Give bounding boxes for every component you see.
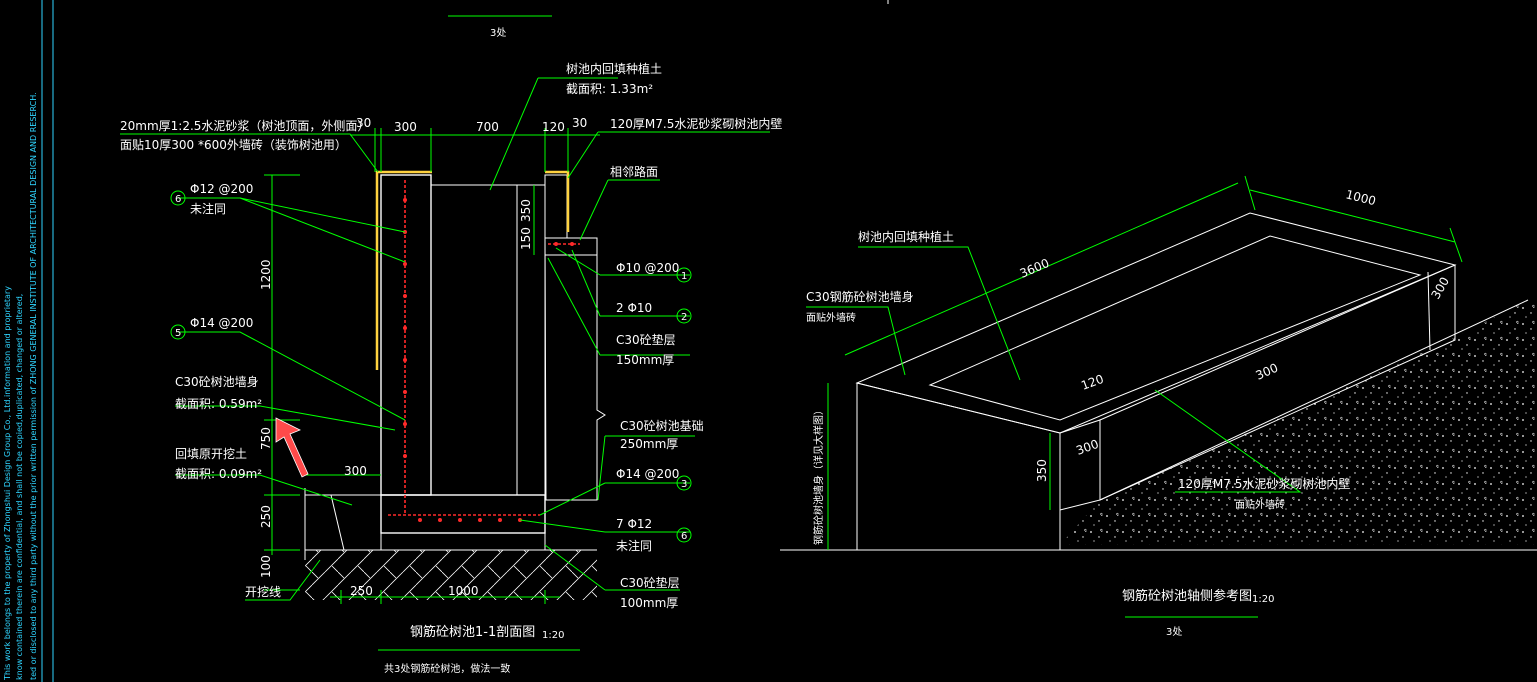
label-wall-title: C30砼树池墙身 — [175, 374, 259, 389]
top-dim-120: 120 — [542, 120, 565, 134]
label-found-title: C30砼树池基础 — [620, 418, 704, 433]
axo-count: 3处 — [1166, 626, 1182, 638]
top-dim-700: 700 — [476, 120, 499, 134]
bottom-dim-300: 300 — [344, 464, 367, 478]
label-soil-title: 树池内回填种植土 — [566, 61, 662, 76]
label-rebar-6: Φ12 @200 — [190, 182, 253, 196]
callout-5 — [170, 324, 186, 340]
label-cushion150-title: C30砼垫层 — [616, 332, 676, 347]
label-mortar-line1: 20mm厚1:2.5水泥砂浆（树池顶面，外侧面） — [120, 118, 369, 133]
label-rebar-7-note: 未注同 — [616, 538, 652, 553]
label-mortar-line2: 面贴10厚300 *600外墙砖（装饰树池用） — [120, 137, 347, 152]
label-rebar-2: 2 Φ10 — [616, 301, 652, 315]
label-inner-wall: 120厚M7.5水泥砂浆砌树池内壁 — [610, 116, 782, 131]
label-soil-area: 截面积: 1.33m² — [566, 82, 653, 96]
callout-1-num: 1 — [681, 271, 687, 282]
axo-dim-300-right: 300 — [1428, 275, 1452, 302]
label-cushion100-title: C30砼垫层 — [620, 575, 680, 590]
red-pointer-arrow — [275, 417, 309, 478]
axo-label-vertical: 钢筋砼树池墙身（详见大样图） — [812, 405, 825, 545]
side-note-line-3: ted or disclosed to any third party with… — [29, 92, 38, 680]
side-note-line-1: This work belongs to the property of Zho… — [3, 286, 12, 681]
title-block-border: This work belongs to the property of Zho… — [3, 0, 54, 682]
callout-2-num: 2 — [681, 312, 687, 323]
left-dim-1200: 1200 — [259, 259, 273, 290]
section-title: 钢筋砼树池1-1剖面图 — [410, 624, 535, 640]
left-dim-750: 750 — [259, 427, 273, 450]
axo-dim-300-mid: 300 — [1254, 361, 1281, 383]
axo-scale: 1:20 — [1252, 594, 1274, 605]
callout-5-num: 5 — [175, 328, 181, 339]
axonometric-drawing: 1000 3600 300 120 300 300 350 树池内回填种植土 C… — [780, 175, 1537, 638]
right-dim-350: 350 — [519, 199, 533, 222]
label-rebar-3: Φ14 @200 — [616, 467, 679, 481]
top-dim-300: 300 — [394, 120, 417, 134]
top-dim-30-right: 30 — [572, 116, 587, 130]
label-rebar-6-note: 未注同 — [190, 201, 226, 216]
label-backfill-title: 回填原开挖土 — [175, 446, 247, 461]
axo-label-wall-sub: 面贴外墙砖 — [806, 311, 856, 324]
callout-2 — [676, 308, 692, 324]
callout-6-bottom — [676, 527, 692, 543]
top-strip: 3处 — [448, 0, 889, 39]
bottom-dim-250: 250 — [350, 584, 373, 598]
top-dim-30-left: 30 — [356, 116, 371, 130]
left-dim-250: 250 — [259, 505, 273, 528]
left-dim-100: 100 — [259, 555, 273, 578]
right-dim-150: 150 — [519, 227, 533, 250]
axo-label-inner-sub: 面贴外墙砖 — [1235, 498, 1285, 511]
side-note-line-2: know contained therein are confidential,… — [15, 294, 24, 680]
axo-title: 钢筋砼树池轴侧参考图 — [1122, 588, 1252, 604]
label-rebar-7: 7 Φ12 — [616, 517, 652, 531]
axo-dim-1000: 1000 — [1344, 187, 1377, 208]
axo-dim-300-front: 300 — [1074, 437, 1100, 458]
axo-label-soil: 树池内回填种植土 — [858, 229, 954, 244]
callout-6-top — [170, 190, 186, 206]
axo-dim-350: 350 — [1035, 459, 1049, 482]
label-cushion100-thk: 100mm厚 — [620, 596, 678, 610]
section-scale: 1:20 — [542, 630, 564, 641]
label-rebar-5: Φ14 @200 — [190, 316, 253, 330]
axo-dim-3600: 3600 — [1018, 256, 1052, 281]
label-cushion150-thk: 150mm厚 — [616, 353, 674, 367]
section-drawing: 30 300 700 120 30 1200 750 250 100 350 1… — [120, 61, 782, 675]
section-note: 共3处钢筋砼树池，做法一致 — [384, 662, 510, 675]
axo-label-inner-wall: 120厚M7.5水泥砂浆砌树池内壁 — [1178, 476, 1350, 491]
callout-6-top-num: 6 — [175, 194, 181, 205]
label-wall-area: 截面积: 0.59m² — [175, 397, 262, 411]
callout-3-num: 3 — [681, 479, 687, 490]
label-adjacent-road: 相邻路面 — [610, 164, 658, 179]
callout-1 — [676, 267, 692, 283]
label-found-thk: 250mm厚 — [620, 437, 678, 451]
callout-3 — [676, 475, 692, 491]
label-dig-line: 开挖线 — [245, 584, 281, 599]
axo-label-wall-title: C30钢筋砼树池墙身 — [806, 289, 914, 304]
top-count-label: 3处 — [490, 27, 506, 39]
bottom-dim-1000: 1000 — [448, 584, 479, 598]
callout-6-bottom-num: 6 — [681, 531, 687, 542]
label-backfill-area: 截面积: 0.09m² — [175, 467, 262, 481]
axo-dim-120: 120 — [1079, 372, 1105, 393]
label-rebar-1: Φ10 @200 — [616, 261, 679, 275]
